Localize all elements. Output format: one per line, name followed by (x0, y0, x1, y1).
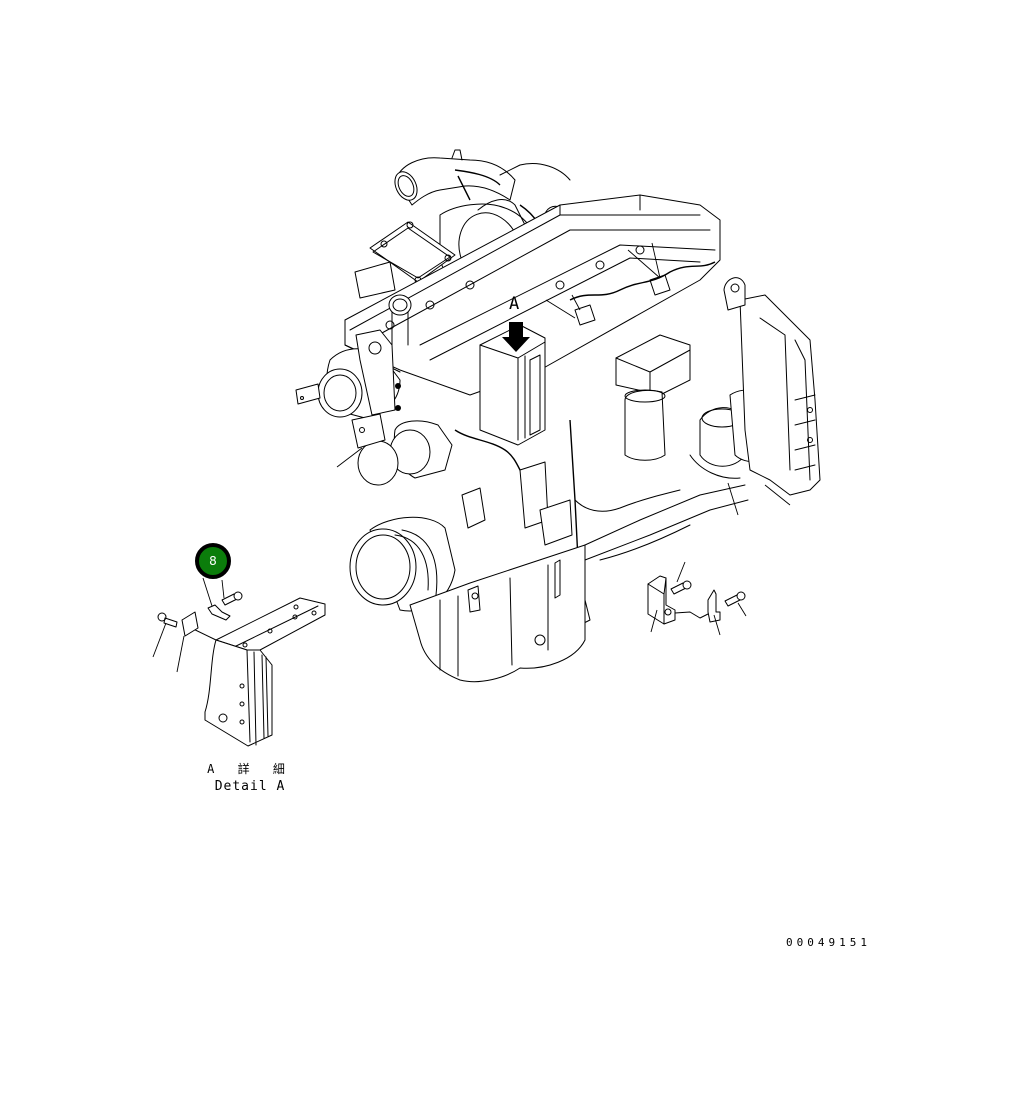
turbo-cover-plate (369, 221, 456, 284)
detail-caption-english: Detail A (214, 779, 286, 794)
l-bracket (647, 575, 676, 625)
engine-assembly (295, 149, 821, 683)
detail-caption: A 詳 細 Detail A (205, 760, 295, 795)
cylinder-head (344, 194, 721, 396)
bolt (221, 591, 243, 606)
callout-balloon-8[interactable]: 8 (195, 543, 231, 579)
alternator (295, 329, 401, 419)
bolt (670, 580, 692, 595)
oil-pan (409, 544, 586, 683)
view-label-a: A (509, 294, 520, 314)
detail-caption-japanese: A 詳 細 (207, 762, 293, 776)
view-arrow (502, 322, 530, 352)
bolt (724, 591, 746, 607)
intake-pipe (394, 149, 571, 206)
detail-a-bracket (157, 591, 326, 747)
clamp-bracket-parts (647, 575, 746, 625)
idler-pulleys (351, 413, 453, 486)
clip-bracket (707, 589, 721, 623)
bolt (157, 612, 178, 628)
arrow-down-icon (502, 322, 530, 352)
frame-rail (584, 484, 749, 561)
leader-lines (152, 242, 791, 673)
wiring-harness (454, 419, 741, 625)
crankshaft-pulley (349, 516, 456, 612)
turbo-heat-shield (354, 261, 396, 299)
callout-number: 8 (209, 554, 217, 568)
illustration-number: 00049151 (786, 936, 871, 949)
oil-filler (388, 294, 412, 346)
flywheel-housing (723, 277, 821, 496)
